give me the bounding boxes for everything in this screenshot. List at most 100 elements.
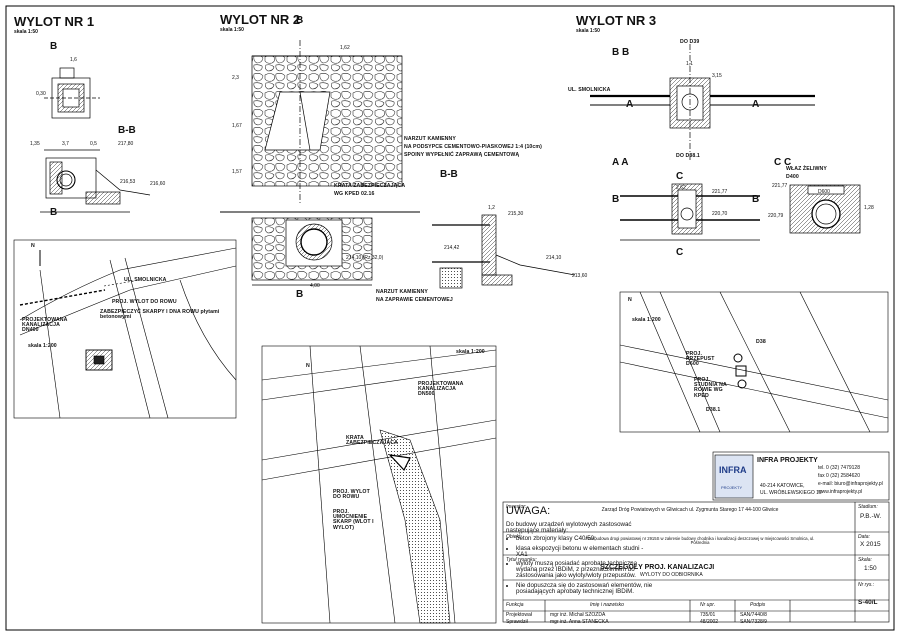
cut-marker-c: C	[676, 247, 684, 258]
investor: Zarząd Dróg Powiatowych w Gliwicach ul. …	[601, 507, 779, 513]
col-function: Funkcja	[506, 602, 524, 608]
col-signature: Podpis	[750, 602, 766, 608]
sheet-number: S-40/L	[858, 599, 878, 606]
dim: 216,53	[120, 179, 136, 185]
sheet-frame	[5, 5, 895, 631]
cut-marker-b: B	[296, 15, 304, 26]
company-name: INFRA PROJEKTY	[757, 457, 818, 464]
stadium-label: Stadium:	[858, 504, 878, 510]
row-signature: SAN/7440/8	[740, 612, 767, 618]
dim: 221,77	[772, 183, 788, 189]
dim: 1,57	[232, 169, 242, 175]
sheet-title: SZCZEGÓŁY PROJ. KANALIZACJI	[600, 564, 715, 571]
dim: 1,35	[30, 141, 40, 147]
map-2-sewer: PROJEKTOWANA KANALIZACJA DN500	[418, 381, 464, 398]
company-email: e-mail: biuro@infraprojekty.pl	[818, 481, 883, 487]
map-1	[13, 239, 237, 419]
notes-block: Do budowy urządzeń wylotowych zastosować…	[506, 521, 656, 598]
row-function: Projektował	[506, 612, 532, 618]
outlet-2-section	[432, 214, 576, 289]
cut-marker-b: B	[50, 41, 58, 52]
dim: 3,7	[62, 141, 69, 147]
col-licence: Nr upr.	[700, 602, 716, 608]
dim: 217,80	[118, 141, 134, 147]
map-2-outlet: PROJ. WYLOT DO ROWU	[333, 489, 370, 501]
stadium: P.B.-W.	[860, 513, 882, 520]
outlet-2-plan	[251, 40, 403, 205]
outlet-3-section-aa	[620, 183, 760, 241]
dim: 1,2	[488, 205, 495, 211]
map-3	[619, 291, 889, 433]
label-street: UL. SMOLNICKA	[568, 87, 611, 93]
sheet-subtitle: WYLOTY DO ODBIORNIKA	[640, 572, 703, 578]
dim: 216,60	[150, 181, 166, 187]
notes-list: beton zbrojony klasy C40/50; klasa ekspo…	[506, 536, 656, 595]
dim: 215,30	[508, 211, 524, 217]
map-3-d38: D38	[756, 339, 766, 345]
title-block-frame	[502, 451, 890, 623]
dim: 220,79	[768, 213, 784, 219]
notes-item: beton zbrojony klasy C40/50;	[516, 536, 656, 542]
notes-item: klasa ekspozycji betonu w elementach stu…	[516, 545, 656, 558]
dim: D600	[818, 189, 830, 195]
dim: 2,62	[676, 185, 686, 191]
cut-marker-b: B	[612, 194, 620, 205]
map-3-north: N	[628, 297, 632, 303]
label-to-d38: DO D38.1	[676, 153, 700, 159]
object-label: Obiekt:	[506, 534, 522, 540]
map-2-reinforcement: PROJ. UMOCNIENIE SKARP (WLOT I WYLOT)	[333, 509, 374, 531]
outlet-3-section-bb-label: B B	[612, 47, 630, 58]
map-1-sewer: PROJEKTOWANA KANALIZACJA DN400	[22, 317, 68, 334]
notes-item: wyloty muszą posiadać aprobatę techniczn…	[516, 560, 656, 580]
notes-item: Nie dopuszcza się do zastosowań elementó…	[516, 582, 656, 595]
scale-label: Skala:	[858, 557, 872, 563]
row-signature: SAN/7328/9	[740, 619, 767, 625]
label-spoiny: SPOINY WYPEŁNIĆ ZAPRAWĄ CEMENTOWĄ	[404, 152, 520, 158]
map-2-north: N	[306, 363, 310, 369]
outlet-2-front	[220, 211, 420, 286]
map-2-scale: skala 1:200	[456, 349, 485, 355]
col-name: Imię i nazwisko	[590, 602, 624, 608]
investor-label: Inwestor:	[506, 504, 527, 510]
dim: 0,5	[90, 141, 97, 147]
label-krata-spec: WG KPED 02.16	[334, 191, 375, 197]
map-1-outlet: PROJ. WYLOT DO ROWU	[112, 299, 177, 305]
label-manhole-class: D400	[786, 174, 799, 180]
dim: 214,42	[444, 245, 460, 251]
label-narzut: NARZUT KAMIENNY	[404, 136, 456, 142]
outlet-1-plan	[44, 67, 100, 119]
map-1-protection: ZABEZPIECZYĆ SKARPY I DNA ROWU płytami b…	[100, 309, 220, 321]
row-licence: 48/2002	[700, 619, 719, 625]
company-fax: fax 0 (32) 2584620	[818, 473, 860, 479]
company-logo-sub: PROJEKTY	[721, 485, 743, 490]
map-3-scale: skala 1:200	[632, 317, 661, 323]
notes-title: UWAGA:	[506, 505, 551, 517]
cut-marker-b: B	[752, 194, 760, 205]
map-3-d38-1: D38.1	[706, 407, 721, 413]
map-2-grate: KRATA ZABEZPIECZAJĄCA	[346, 435, 398, 447]
dim: 213,60	[572, 273, 588, 279]
label-narzut-2: NARZUT KAMIENNY	[376, 289, 428, 295]
company-address-1: 40-214 KATOWICE,	[760, 483, 805, 489]
outlet-1-section-label: B-B	[118, 125, 136, 136]
dim: 2,3	[232, 75, 239, 81]
outlet-3-plan	[590, 44, 815, 160]
dim: 1,1	[686, 61, 693, 67]
label-manhole: WŁAZ ŻELIWNY	[786, 166, 827, 172]
outlet-3-section-cc-label: C C	[774, 157, 792, 168]
outlet-2-section-label: B-B	[440, 169, 458, 180]
row-name: mgr inż. Michał SZOZDA	[550, 612, 606, 618]
dim: 214,10 (Rz 32,0)	[346, 255, 384, 261]
dim: 220,70	[712, 211, 728, 217]
company-logo: INFRA	[719, 465, 747, 475]
row-function: Sprawdził	[506, 619, 528, 625]
map-1-scale: skala 1:200	[28, 343, 57, 349]
outlet-2-scale: skala 1:50	[220, 27, 244, 33]
map-3-culvert: PROJ. PRZEPUST D600	[686, 351, 715, 368]
map-2	[261, 345, 497, 624]
dim: 1,67	[232, 123, 242, 129]
outlet-2-title: WYLOT NR 2	[220, 12, 301, 27]
scale: 1:50	[864, 565, 877, 572]
